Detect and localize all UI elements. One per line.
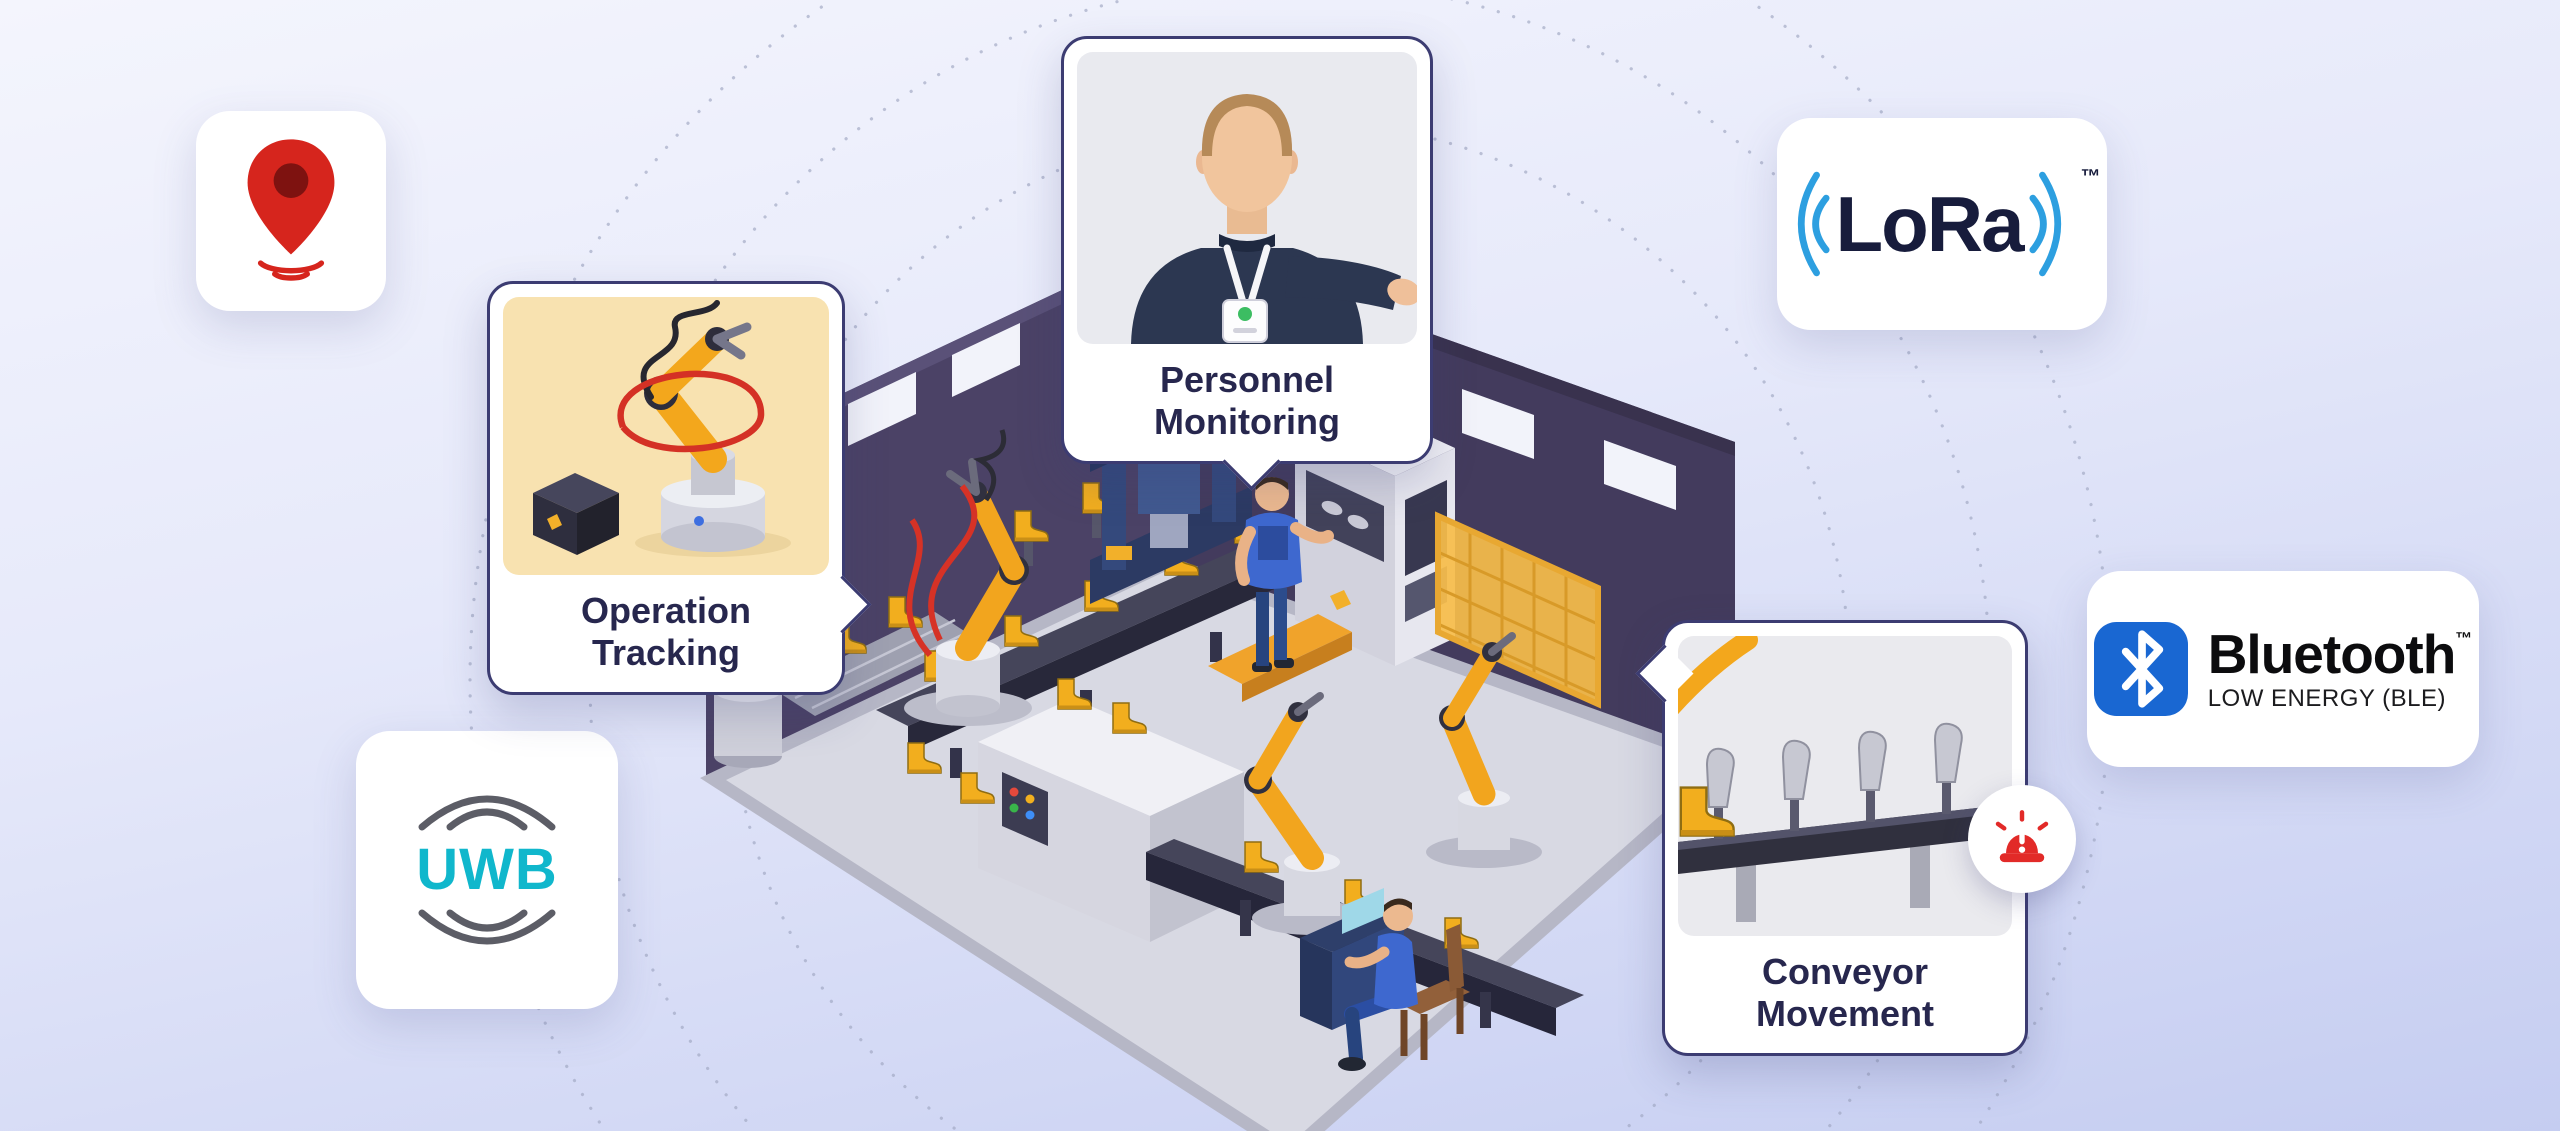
siren-alert-icon: [1995, 810, 2049, 863]
bluetooth-rune-icon: [2093, 622, 2188, 716]
conveyor-movement-label: Conveyor Movement: [1755, 951, 1935, 1034]
bluetooth-wordmark: Bluetooth: [2207, 622, 2457, 685]
seated-worker: [1300, 888, 1470, 1071]
operation-tracking-image: [503, 297, 829, 575]
robot-arm-right: [1426, 632, 1542, 868]
uwb-signal-arcs-icon: [418, 795, 556, 831]
lora-signal-arcs-icon: [2028, 171, 2061, 277]
personnel-monitoring-label: Personnel Monitoring: [1154, 359, 1340, 442]
personnel-monitoring-callout: Personnel Monitoring: [1061, 36, 1433, 491]
lora-signal-arcs-icon: [1797, 171, 1830, 277]
map-pin-icon: [247, 139, 335, 281]
conveyor-shoe-lasts-illustration: [1678, 636, 2012, 922]
personnel-monitoring-image: [1077, 52, 1417, 344]
conveyor-movement-image: [1678, 636, 2012, 936]
bluetooth-sublabel: LOW ENERGY (BLE): [2207, 685, 2446, 713]
location-badge: [196, 111, 386, 311]
worker-with-badge-illustration: [1131, 94, 1417, 344]
robot-arm-left: [904, 429, 1032, 726]
bluetooth-text: Bluetooth ™ LOW ENERGY (BLE): [2207, 622, 2473, 713]
uwb-signal-arcs-icon: [418, 909, 556, 945]
alert-badge: [1968, 785, 2076, 893]
bluetooth-badge: Bluetooth ™ LOW ENERGY (BLE): [2087, 571, 2479, 767]
pedestal-boots: [1014, 482, 1117, 566]
conveyor-movement-callout: Conveyor Movement: [1635, 620, 2076, 1056]
uwb-badge: UWB: [356, 731, 618, 1009]
robot-arm-illustration: [533, 300, 791, 557]
operation-tracking-label: Operation Tracking: [580, 590, 751, 673]
factory-windows: [848, 323, 1676, 510]
lora-badge: LoRa ™: [1777, 118, 2107, 330]
lora-wordmark: LoRa: [1835, 180, 2025, 268]
standing-worker: [1208, 477, 1352, 702]
uwb-wordmark: UWB: [416, 837, 558, 902]
bottom-machine: [978, 678, 1244, 942]
mesh-fence: [1435, 511, 1601, 709]
bluetooth-trademark: ™: [2455, 628, 2473, 648]
operation-tracking-callout: Operation Tracking: [487, 281, 872, 695]
lora-trademark: ™: [2080, 166, 2101, 188]
